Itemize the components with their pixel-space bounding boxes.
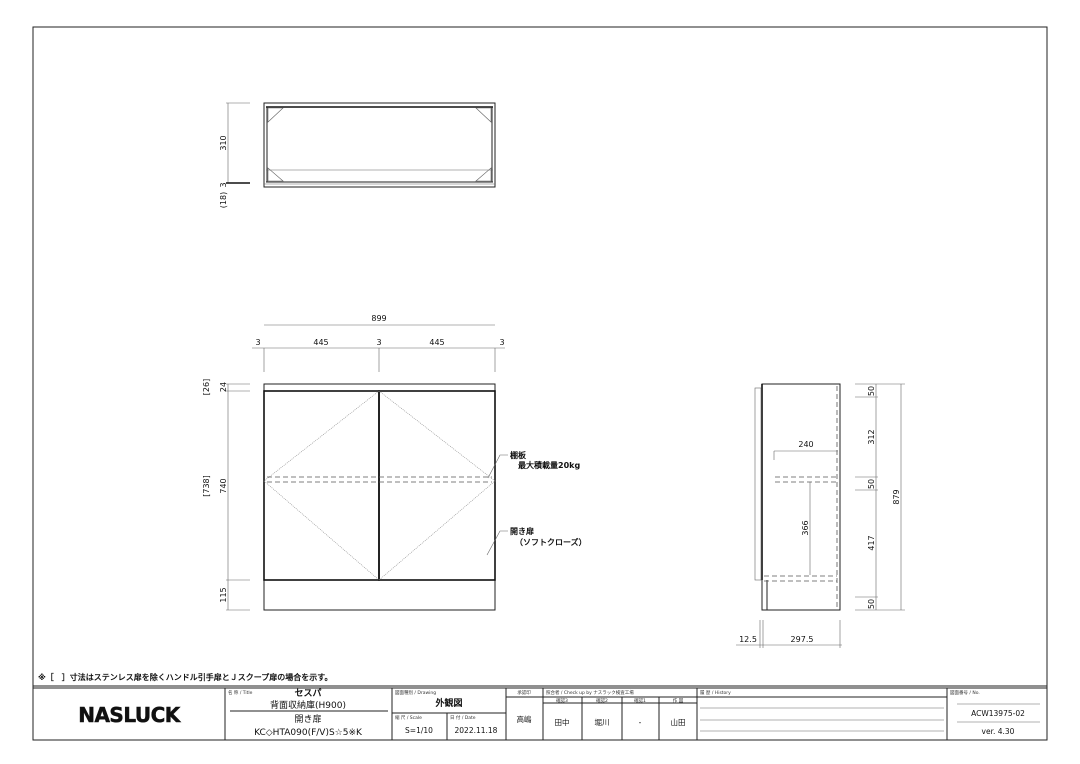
dim-top-alt: [26]	[202, 379, 211, 395]
approval-value: 高嶋	[517, 714, 532, 724]
check-col-label: 確認2	[596, 697, 608, 704]
door-swing-lines	[263, 390, 496, 581]
dim-door-alt: [738]	[202, 475, 211, 497]
dim-top: 24	[219, 382, 228, 392]
side-view: 240 366 50 312 50 417 50 879 12.5 297.5	[736, 383, 905, 648]
door-leader	[486, 530, 508, 556]
dim-top-gap: 3	[219, 182, 228, 187]
title-line1: セスパ	[294, 687, 321, 699]
history-label: 履 歴 / History	[700, 690, 731, 696]
dim-gap-left: 3	[255, 338, 260, 347]
version: ver. 4.30	[982, 727, 1015, 736]
approval-label: 承認印	[517, 689, 531, 696]
dim-right-3: 50	[867, 479, 876, 489]
footnote: ※［ ］寸法はステンレス扉を除くハンドル引手扉とＪスクープ扉の場合を示す。	[38, 672, 333, 682]
shelf-load: 最大積載量20kg	[518, 460, 580, 470]
dim-right-2: 312	[867, 429, 876, 444]
dim-total-width: 899	[371, 314, 386, 323]
check-col-value: 山田	[671, 717, 686, 727]
dim-gap-right: 3	[499, 338, 504, 347]
dim-door-thickness: 12.5	[739, 635, 757, 644]
number-label: 図面番号 / No.	[950, 689, 980, 696]
title-line4: KC◇HTA090(F/V)S☆5※K	[254, 728, 363, 738]
dim-door-left: 445	[313, 338, 328, 347]
date-value: 2022.11.18	[455, 726, 498, 735]
title-line2: 背面収納庫(H900)	[270, 699, 346, 711]
side-door	[754, 387, 762, 581]
check-label: 照合者 / Check up by ナスラック検査工場	[546, 689, 634, 696]
drawing-label: 図面種別 / Drawing	[395, 689, 436, 696]
date-label: 日 付 / Date	[450, 714, 476, 721]
scale-label: 縮 尺 / Scale	[395, 714, 422, 721]
check-col-label: 確認1	[634, 697, 646, 704]
shelf-label: 棚板	[510, 450, 527, 460]
door-left	[263, 390, 380, 581]
dim-shelf-height: 366	[801, 520, 810, 535]
nasluck-logo: NASLUCK	[78, 703, 182, 727]
title-label: 名 称 / Title	[228, 689, 253, 696]
sheet-border	[32, 26, 1048, 741]
dim-right-5: 50	[867, 599, 876, 609]
dim-top-thickness: (18)	[219, 192, 228, 208]
top-view-outline	[263, 102, 496, 188]
dim-right-4: 417	[867, 535, 876, 550]
check-col-label: 確認3	[556, 697, 568, 704]
check-col-value: -	[639, 718, 642, 727]
drawing-number: ACW13975-02	[971, 709, 1025, 718]
corner-bracket-icons	[267, 107, 492, 182]
drawing-value: 外観図	[434, 697, 462, 709]
check-col-value: 堀川	[595, 718, 610, 727]
door-label: 開き扉	[510, 526, 534, 536]
check-col-value: 田中	[555, 717, 570, 727]
front-view: 899 3 445 3 445 3 [26] 24 [738] 740 115 …	[202, 314, 587, 611]
shelf-leader	[487, 454, 508, 479]
dim-gap-center: 3	[376, 338, 381, 347]
check-col-label: 作 図	[673, 697, 684, 704]
dim-base: 115	[219, 587, 228, 602]
dim-total-height: 879	[892, 489, 901, 504]
dim-top-depth: 310	[219, 135, 228, 150]
dim-right-1: 50	[867, 386, 876, 396]
dim-body-depth: 297.5	[791, 635, 814, 644]
dim-door: 740	[219, 478, 228, 493]
scale-value: S=1/10	[405, 726, 433, 735]
title-line3: 開き扉	[294, 713, 321, 725]
top-view: 310 3 (18)	[219, 102, 496, 208]
door-note: （ソフトクローズ）	[515, 537, 587, 547]
dim-door-right: 445	[429, 338, 444, 347]
door-right	[378, 390, 496, 581]
dim-shelf-depth: 240	[798, 440, 813, 449]
title-block: NASLUCK 名 称 / Title セスパ 背面収納庫(H900) 開き扉 …	[33, 687, 1047, 740]
